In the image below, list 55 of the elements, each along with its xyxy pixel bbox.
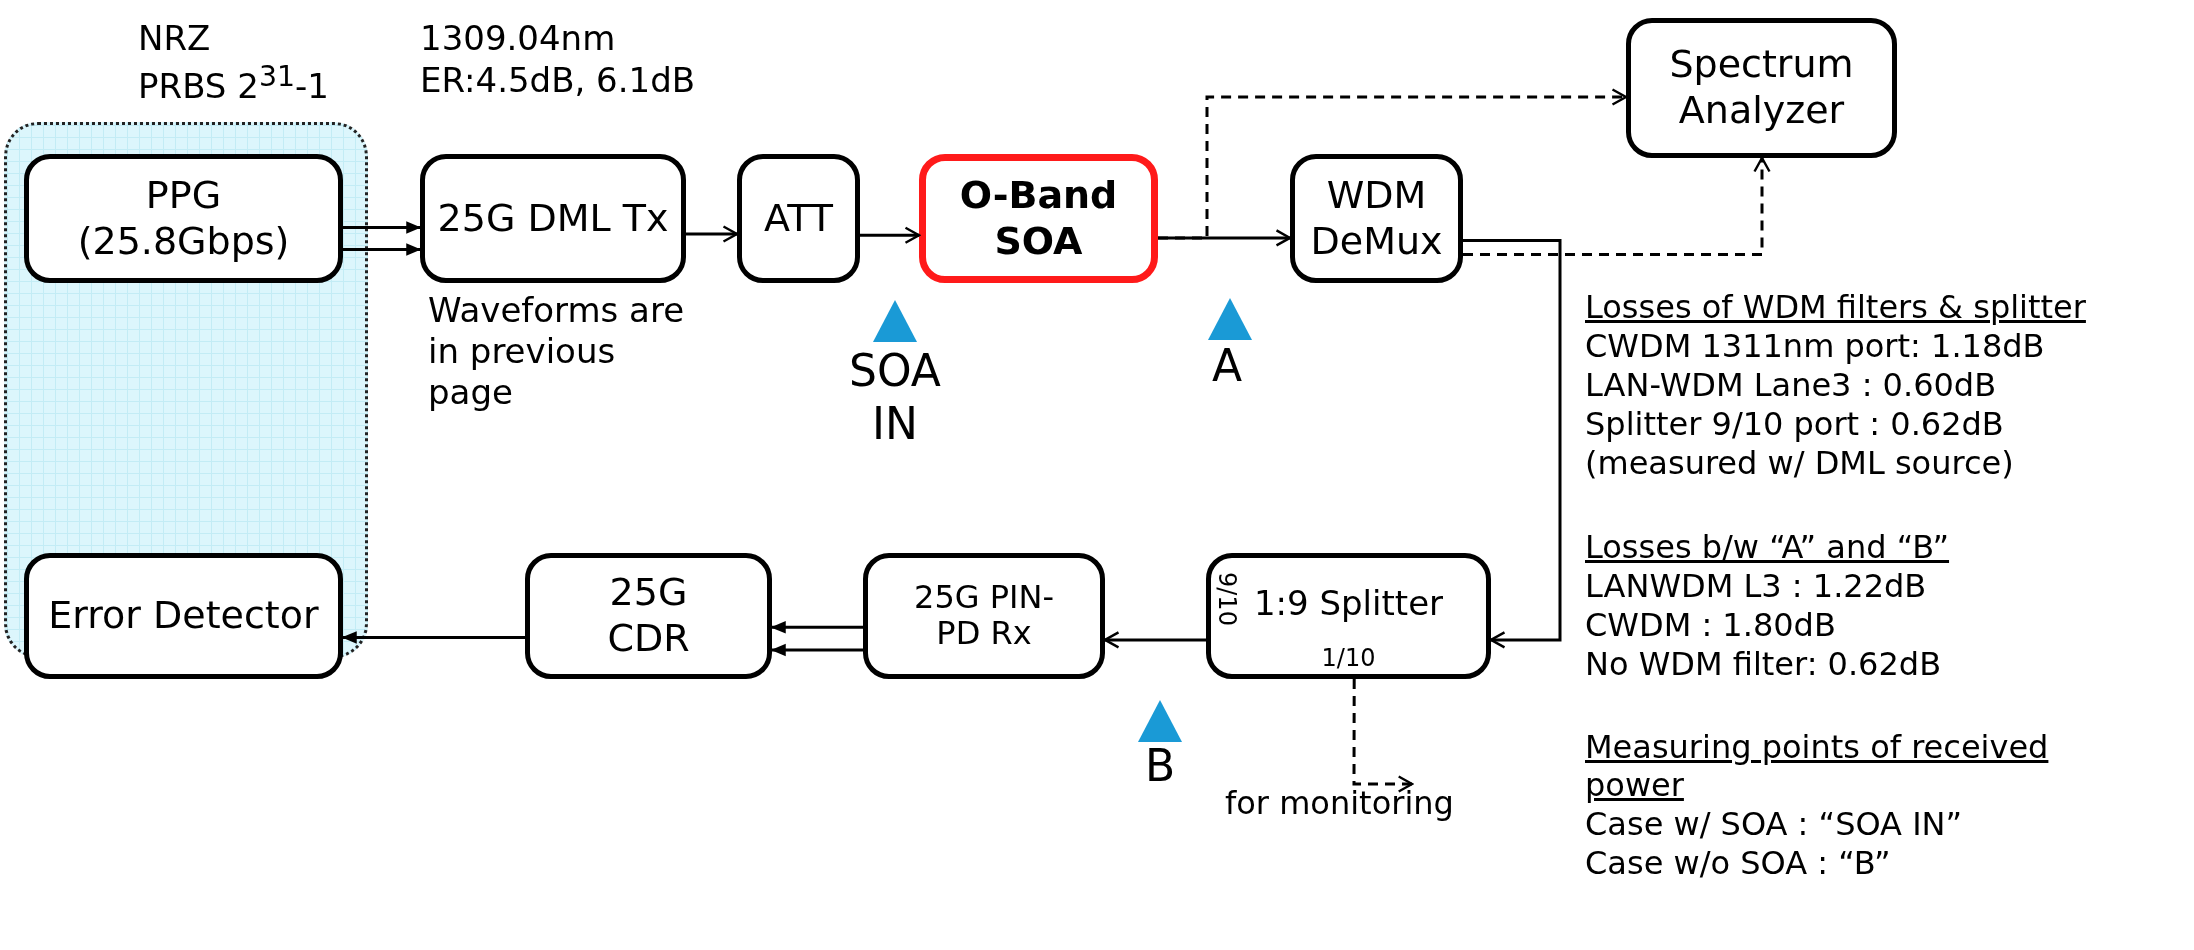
highlighted-process-box bbox=[919, 154, 1158, 283]
annotation-text: Waveforms are in previous page bbox=[428, 290, 686, 413]
box-label: 1:9 Splitter bbox=[1252, 585, 1445, 623]
arrow bbox=[1463, 238, 1562, 649]
box-label: PPG (25.8Gbps) bbox=[76, 172, 291, 265]
annotation-text: LANWDM L3 : 1.22dB bbox=[1585, 567, 1927, 606]
arrow bbox=[770, 621, 863, 634]
port-label: 9/10 bbox=[1213, 572, 1241, 626]
note-heading: Losses b/w “A” and “B” bbox=[1585, 528, 1950, 567]
process-box bbox=[24, 154, 343, 283]
arrow bbox=[770, 643, 863, 657]
annotation-text: CWDM 1311nm port: 1.18dB bbox=[1585, 327, 2045, 366]
box-label: O-Band SOA bbox=[958, 172, 1119, 265]
annotation-text: SOA IN bbox=[848, 345, 942, 451]
arrow bbox=[343, 243, 422, 256]
process-box bbox=[1290, 154, 1463, 283]
box-label: ATT bbox=[763, 195, 834, 242]
arrow bbox=[860, 226, 921, 244]
process-box bbox=[24, 553, 343, 679]
annotation-text: Case w/ SOA : “SOA IN” bbox=[1585, 805, 1963, 844]
note-heading: Losses of WDM filters & splitter bbox=[1585, 288, 2086, 327]
arrow bbox=[1352, 679, 1414, 793]
process-box bbox=[737, 154, 860, 283]
annotation-text: NRZ bbox=[138, 18, 211, 59]
arrow bbox=[1463, 156, 1771, 257]
annotation-text: for monitoring bbox=[1225, 784, 1454, 823]
annotation-text: CWDM : 1.80dB bbox=[1585, 606, 1836, 645]
box-label: 25G DML Tx bbox=[436, 195, 670, 242]
arrow bbox=[343, 221, 422, 234]
annotation-text: A bbox=[1212, 340, 1243, 393]
arrow bbox=[686, 225, 739, 243]
annotation-text: PRBS 2$^{31}$-1 bbox=[138, 60, 329, 108]
annotation-text: ER:4.5dB, 6.1dB bbox=[420, 60, 696, 101]
process-box bbox=[525, 553, 772, 679]
box-label: Spectrum Analyzer bbox=[1668, 42, 1855, 134]
process-box bbox=[863, 553, 1105, 679]
box-label: Error Detector bbox=[47, 593, 320, 639]
arrow bbox=[1103, 631, 1206, 649]
port-label: 1/10 bbox=[1321, 644, 1376, 672]
annotation-text: 1309.04nm bbox=[420, 18, 616, 59]
process-box bbox=[1626, 18, 1897, 158]
box-label: 25G PIN-PD Rx bbox=[913, 580, 1055, 652]
box-label: 25G CDR bbox=[606, 570, 691, 662]
process-box bbox=[420, 154, 686, 283]
annotation-text: B bbox=[1145, 740, 1176, 793]
box-label: WDM DeMux bbox=[1309, 172, 1444, 265]
arrow bbox=[341, 631, 525, 644]
note-heading: Measuring points of received power bbox=[1585, 728, 2050, 805]
annotation-text: (measured w/ DML source) bbox=[1585, 444, 2014, 483]
annotation-text: Case w/o SOA : “B” bbox=[1585, 844, 1891, 883]
annotation-text: LAN-WDM Lane3 : 0.60dB bbox=[1585, 366, 1997, 405]
annotation-text: Splitter 9/10 port : 0.62dB bbox=[1585, 405, 2004, 444]
arrow bbox=[1158, 88, 1628, 240]
annotation-text: No WDM filter: 0.62dB bbox=[1585, 645, 1942, 684]
process-box bbox=[1206, 553, 1491, 679]
